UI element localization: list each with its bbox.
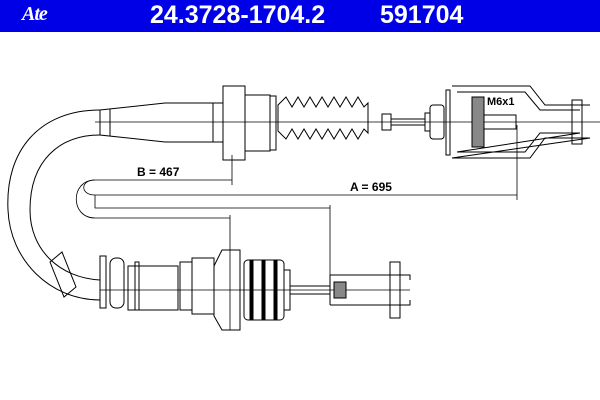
- dimension-b-label: B = 467: [137, 165, 180, 179]
- dimension-lines: [75, 125, 518, 330]
- grommet: [49, 251, 77, 298]
- title-bar: Ate 24.3728-1704.2 591704: [0, 0, 600, 32]
- thread-label: M6x1: [487, 96, 515, 108]
- cable-conduit: [7, 109, 101, 301]
- lower-fitting: [99, 249, 411, 331]
- upper-fitting: [99, 85, 591, 161]
- dimension-a-label: A = 695: [350, 180, 392, 194]
- brand-logo: Ate: [22, 3, 48, 25]
- part-number: 24.3728-1704.2: [150, 1, 326, 29]
- article-number: 591704: [380, 1, 464, 29]
